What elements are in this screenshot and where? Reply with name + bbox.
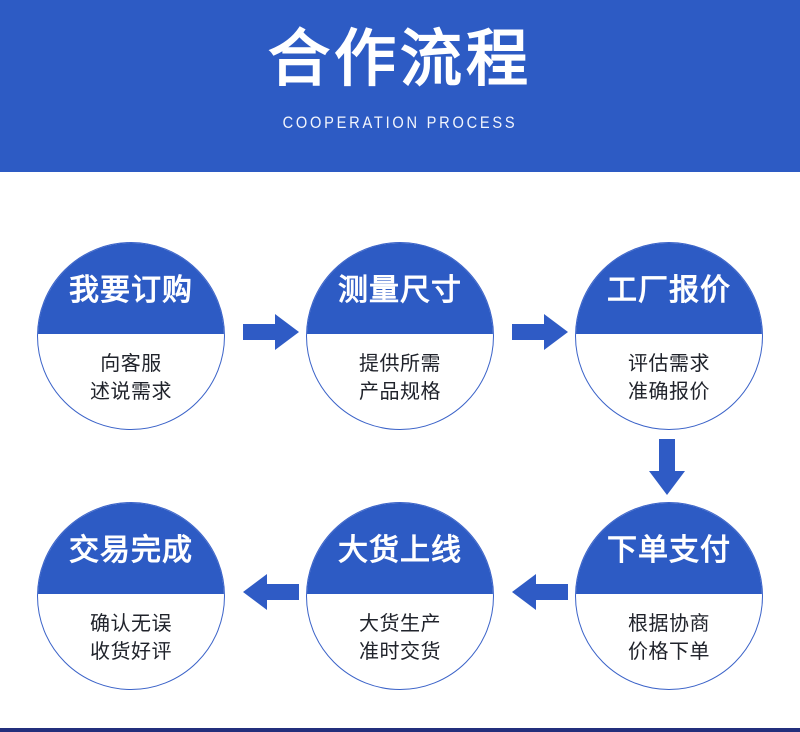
flow-step-6-header: 交易完成 [38,503,224,594]
flow-step-4[interactable]: 下单支付 根据协商 价格下单 [575,502,763,690]
arrow-right-icon-1 [243,312,299,352]
cooperation-process-diagram: 我要订购 向客服 述说需求 测量尺寸 提供所需 产品规格 工厂报价 评估需求 准… [0,172,800,728]
flow-step-2-desc-line1: 提供所需 [359,352,441,375]
flow-step-3-header: 工厂报价 [576,243,762,334]
arrow-right-icon-2 [512,312,568,352]
flow-step-1-desc-line2: 述说需求 [90,380,172,403]
flow-step-2-title: 测量尺寸 [338,273,462,307]
flow-step-4-desc-line1: 根据协商 [628,612,710,635]
flow-step-4-header: 下单支付 [576,503,762,594]
flow-step-4-desc-line2: 价格下单 [628,640,710,663]
bottom-divider [0,728,800,732]
flow-step-6-title: 交易完成 [69,533,193,567]
flow-step-5-desc-line2: 准时交货 [359,640,441,663]
flow-step-6-desc-line2: 收货好评 [90,640,172,663]
flow-step-1-title: 我要订购 [69,273,193,307]
flow-step-6-desc-line1: 确认无误 [90,612,172,635]
page-header: 合作流程 COOPERATION PROCESS [0,0,800,172]
flow-step-5-title: 大货上线 [338,533,462,567]
flow-step-1-desc-line1: 向客服 [100,352,162,375]
arrow-left-icon-2 [243,572,299,612]
flow-step-3-desc-line1: 评估需求 [628,352,710,375]
flow-step-5-header: 大货上线 [307,503,493,594]
flow-step-2[interactable]: 测量尺寸 提供所需 产品规格 [306,242,494,430]
flow-step-1-body: 向客服 述说需求 [38,336,224,429]
flow-step-4-body: 根据协商 价格下单 [576,596,762,689]
flow-step-1-header: 我要订购 [38,243,224,334]
page-title: 合作流程 [267,25,532,94]
flow-step-2-body: 提供所需 产品规格 [307,336,493,429]
flow-step-3-body: 评估需求 准确报价 [576,336,762,429]
flow-step-2-desc-line2: 产品规格 [359,380,441,403]
page-subtitle: COOPERATION PROCESS [282,113,518,132]
flow-step-6[interactable]: 交易完成 确认无误 收货好评 [37,502,225,690]
arrow-down-icon [647,439,687,495]
flow-step-4-title: 下单支付 [607,533,731,567]
flow-step-1[interactable]: 我要订购 向客服 述说需求 [37,242,225,430]
arrow-left-icon-1 [512,572,568,612]
flow-step-3-title: 工厂报价 [607,273,731,307]
flow-step-5[interactable]: 大货上线 大货生产 准时交货 [306,502,494,690]
flow-step-3-desc-line2: 准确报价 [628,380,710,403]
flow-step-5-body: 大货生产 准时交货 [307,596,493,689]
flow-step-3[interactable]: 工厂报价 评估需求 准确报价 [575,242,763,430]
flow-step-5-desc-line1: 大货生产 [359,612,441,635]
flow-step-6-body: 确认无误 收货好评 [38,596,224,689]
flow-step-2-header: 测量尺寸 [307,243,493,334]
